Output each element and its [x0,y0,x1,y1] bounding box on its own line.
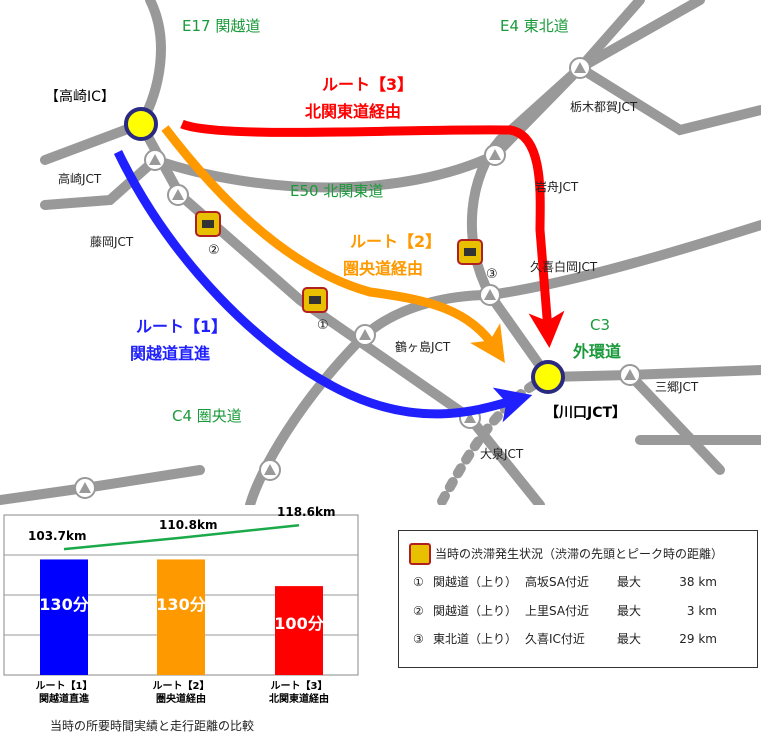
row-number: ③ [413,632,424,646]
congestion-number-1: ① [317,318,329,333]
route-2-arrow [161,125,505,364]
category-label: ルート【2】圏央道経由 [136,680,226,706]
road-sw [0,465,205,505]
time-bar [275,586,323,675]
takasaki-ic-marker [124,107,158,141]
road-c3 [543,365,761,382]
road-label-e50: E50 北関東道 [290,182,384,200]
road-e4 [466,0,645,382]
road-west [40,119,146,165]
row-number: ① [413,575,424,589]
route-1-arrow [113,150,533,423]
road-e50 [40,0,705,210]
row-place: 高坂SA付近 [525,575,590,589]
jct-label-misato: 三郷JCT [655,380,699,394]
road-label-e4: E4 東北道 [500,17,569,35]
jct-label-takasaki: 高崎JCT [58,172,102,186]
road-misato-south [625,370,725,475]
row-number: ② [413,604,424,618]
jct-marker [354,324,376,346]
category-label-line: 圏央道経由 [156,694,206,705]
road-c3-south [435,372,553,505]
row-road: 関越道（上り） [433,604,518,618]
time-bar-label: 130分 [39,594,89,614]
distance-label: 110.8km [159,517,218,532]
route-3-subtitle: 北関東道経由 [305,102,402,121]
congestion-icon [457,239,483,265]
jct-marker [479,284,501,306]
time-bar-label: 130分 [156,594,206,614]
jct-label-tochigi-tsuga: 栃木都賀JCT [570,100,638,114]
category-label-line: ルート【2】 [152,681,210,692]
route-2-title: ルート【2】 [350,232,442,251]
kawaguchi-jct-label: 【川口JCT】 [545,405,627,421]
legend-title: 当時の渋滞発生状況（渋滞の先頭とピーク時の距離） [435,547,724,561]
jct-label-kuki-shirasaka: 久喜白岡JCT [530,260,598,274]
row-distance: 38 km [679,575,717,589]
category-label-line: ルート【1】 [35,681,93,692]
kawaguchi-jct-marker [531,360,565,394]
takasaki-ic-label: 【高崎IC】 [45,89,115,105]
time-distance-chart [3,514,359,676]
row-max: 最大 [617,604,642,618]
jct-marker [569,57,591,79]
jct-marker [484,144,506,166]
row-road: 東北道（上り） [433,632,518,646]
distance-label: 118.6km [277,505,336,520]
row-place: 上里SA付近 [525,604,590,618]
road-label-c4: C4 圏央道 [172,407,242,425]
legend-row: ① 関越道（上り） 高坂SA付近 最大 38 km [413,574,753,590]
legend-row: ② 関越道（上り） 上里SA付近 最大 3 km [413,603,753,619]
route-2-subtitle: 圏央道経由 [343,259,424,278]
category-label: ルート【3】北関東道経由 [254,680,344,706]
category-label-line: 関越道直進 [39,694,89,705]
time-bar [157,559,205,675]
congestion-icon [409,543,431,565]
row-road: 関越道（上り） [433,575,518,589]
route-1-title: ルート【1】 [136,317,228,336]
jct-marker [167,184,189,206]
road-label-gaikan: 外環道 [573,342,622,361]
road-label-e17: E17 関越道 [182,17,261,35]
row-max: 最大 [617,632,642,646]
category-label-line: ルート【3】 [270,681,328,692]
row-distance: 29 km [679,632,717,646]
jct-label-tsurugashima: 鶴ヶ島JCT [395,340,451,354]
jct-marker [259,459,281,481]
congestion-icon [302,287,328,313]
congestion-icons [195,211,483,313]
row-max: 最大 [617,575,642,589]
road-tohoku-north [575,63,761,136]
jct-markers [74,57,641,499]
road-label-c3: C3 [590,316,611,334]
jct-label-fujioka: 藤岡JCT [90,235,134,249]
congestion-number-3: ③ [486,267,498,282]
map [0,0,761,505]
time-bar-label: 100分 [274,614,324,634]
congestion-icon [195,211,221,237]
time-bar [40,559,88,675]
route-3-title: ルート【3】 [322,75,414,94]
route-3-arrow [180,119,565,348]
distance-line [63,523,300,551]
jct-label-oizumi: 大泉JCT [480,447,524,461]
jct-label-iwafune: 岩舟JCT [535,180,579,194]
category-label: ルート【1】関越道直進 [19,680,109,706]
jct-marker [74,477,96,499]
row-place: 久喜IC付近 [525,632,585,646]
jct-marker [619,364,641,386]
route-1-subtitle: 関越道直進 [130,344,211,363]
legend-row: ③ 東北道（上り） 久喜IC付近 最大 29 km [413,631,753,647]
category-label-line: 北関東道経由 [269,694,329,705]
congestion-number-2: ② [208,243,220,258]
row-distance: 3 km [686,604,717,618]
distance-label: 103.7km [28,529,87,544]
chart-title: 当時の所要時間実績と走行距離の比較 [50,719,255,733]
jct-marker [144,149,166,171]
